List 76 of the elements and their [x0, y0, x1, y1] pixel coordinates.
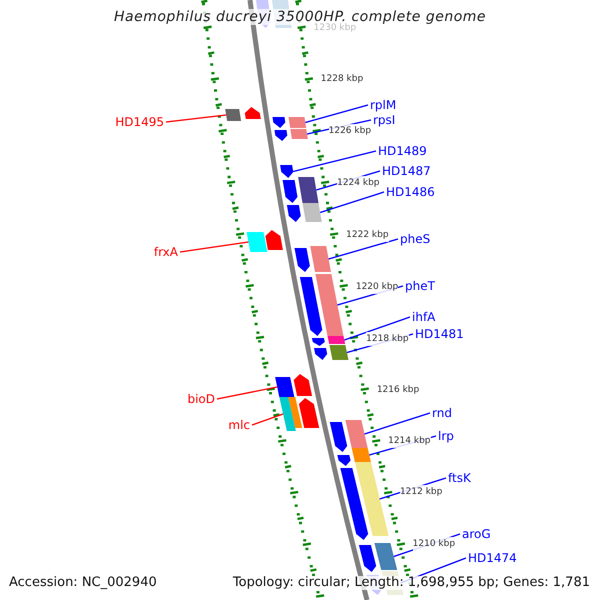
- gene-label: aroG: [462, 527, 491, 541]
- gene-segment: [298, 177, 318, 203]
- gene-segment: [282, 180, 298, 203]
- leader-line: [320, 191, 384, 214]
- leader-line: [216, 386, 278, 400]
- gene-segment: [275, 377, 294, 397]
- gene-segment: [374, 543, 398, 570]
- scale-label: 1230 kbp: [314, 21, 356, 35]
- gene-label: pheS: [400, 232, 430, 246]
- scale-label: 1218 kbp: [366, 332, 409, 346]
- leader-line: [344, 316, 410, 341]
- gene-segment: [358, 545, 376, 572]
- gene-segment: [272, 117, 286, 128]
- leader-line: [328, 238, 398, 260]
- gene-segment: [294, 374, 312, 396]
- gene-segment: [279, 397, 296, 431]
- gene-segment: [302, 203, 322, 222]
- scale-label: 1228 kbp: [320, 72, 364, 86]
- gene-segment: [354, 462, 389, 536]
- gene-label: HD1495: [115, 115, 164, 129]
- scale-label: 1220 kbp: [356, 280, 398, 294]
- gene-segment: [280, 165, 294, 178]
- gene-segment: [315, 274, 344, 336]
- gene-segment: [345, 420, 368, 448]
- gene-segment: [288, 397, 302, 428]
- scale-label: 1212 kbp: [400, 485, 442, 499]
- gene-label: HD1481: [415, 327, 464, 341]
- scale-label: 1224 kbp: [337, 176, 380, 190]
- gene-segment: [312, 338, 325, 346]
- genome-info-text: Topology: circular; Length: 1,698,955 bp; Genes: 1,781: [232, 576, 590, 590]
- gene-segment: [244, 107, 261, 119]
- gene-segment: [314, 348, 328, 360]
- gene-label: ihfA: [412, 310, 436, 324]
- gene-label: rplM: [370, 98, 396, 112]
- gene-segment: [246, 232, 268, 252]
- gene-segment: [300, 277, 322, 336]
- gene-segment: [294, 248, 310, 272]
- leader-line: [180, 241, 249, 253]
- scale-label: 1222 kbp: [346, 228, 389, 242]
- gene-label: mlc: [228, 418, 250, 432]
- scale-label: 1216 kbp: [376, 383, 420, 397]
- gene-label: rpsI: [373, 113, 396, 127]
- gene-segment: [352, 448, 371, 462]
- leader-line: [293, 150, 376, 172]
- leader-line: [166, 114, 226, 123]
- leader-line: [364, 412, 430, 435]
- gene-label: rnd: [432, 406, 452, 420]
- gene-label: HD1489: [378, 144, 427, 158]
- gene-segment: [274, 130, 288, 141]
- leader-line: [252, 413, 284, 426]
- gene-label: lrp: [438, 429, 454, 443]
- gene-segment: [310, 246, 331, 272]
- gene-segment: [340, 468, 368, 540]
- scale-label: 1210 kbp: [412, 537, 456, 551]
- scale-label: 1214 kbp: [388, 434, 430, 448]
- scale-label: 1226 kbp: [328, 124, 372, 138]
- leader-line: [305, 104, 368, 124]
- gene-segment: [265, 230, 283, 250]
- gene-label: ftsK: [448, 471, 471, 485]
- gene-label: pheT: [405, 279, 435, 293]
- gene-segment: [290, 129, 308, 139]
- gene-segment: [225, 109, 242, 121]
- gene-label: HD1486: [386, 185, 435, 199]
- title: Haemophilus ducreyi 35000HP, complete genome: [114, 9, 486, 25]
- gene-label: HD1487: [382, 164, 431, 178]
- gene-segment: [330, 422, 348, 452]
- gene-segment: [298, 398, 320, 428]
- gene-label: HD1474: [468, 551, 517, 565]
- gene-segment: [288, 117, 306, 128]
- gene-segment: [286, 205, 301, 222]
- gene-label: bioD: [187, 392, 215, 406]
- gene-segment: [337, 455, 351, 466]
- gene-segment: [328, 336, 346, 344]
- gene-segment: [329, 345, 348, 360]
- accession-text: Accession: NC_002940: [9, 576, 157, 590]
- gene-label: frxA: [154, 245, 178, 259]
